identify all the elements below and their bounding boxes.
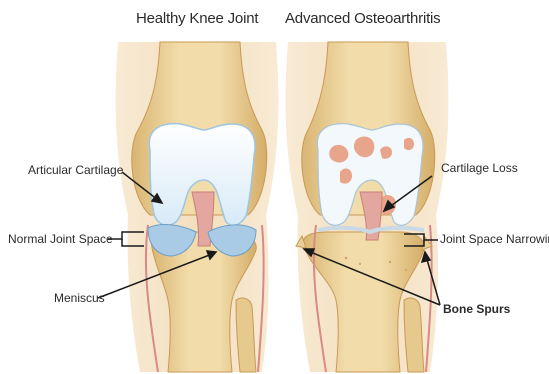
title-healthy-knee: Healthy Knee Joint bbox=[136, 10, 258, 27]
label-cartilage-loss: Cartilage Loss bbox=[441, 161, 518, 175]
label-articular-cartilage: Articular Cartilage bbox=[28, 163, 123, 177]
label-normal-joint-space: Normal Joint Space bbox=[8, 232, 113, 246]
osteoarthritis-knee bbox=[286, 42, 449, 372]
healthy-knee bbox=[116, 42, 279, 372]
label-joint-space-narrowing: Joint Space Narrowing bbox=[440, 232, 549, 246]
label-bone-spurs: Bone Spurs bbox=[443, 302, 510, 316]
lesion bbox=[404, 138, 414, 150]
label-meniscus: Meniscus bbox=[54, 291, 105, 305]
title-advanced-osteoarthritis: Advanced Osteoarthritis bbox=[285, 10, 440, 27]
